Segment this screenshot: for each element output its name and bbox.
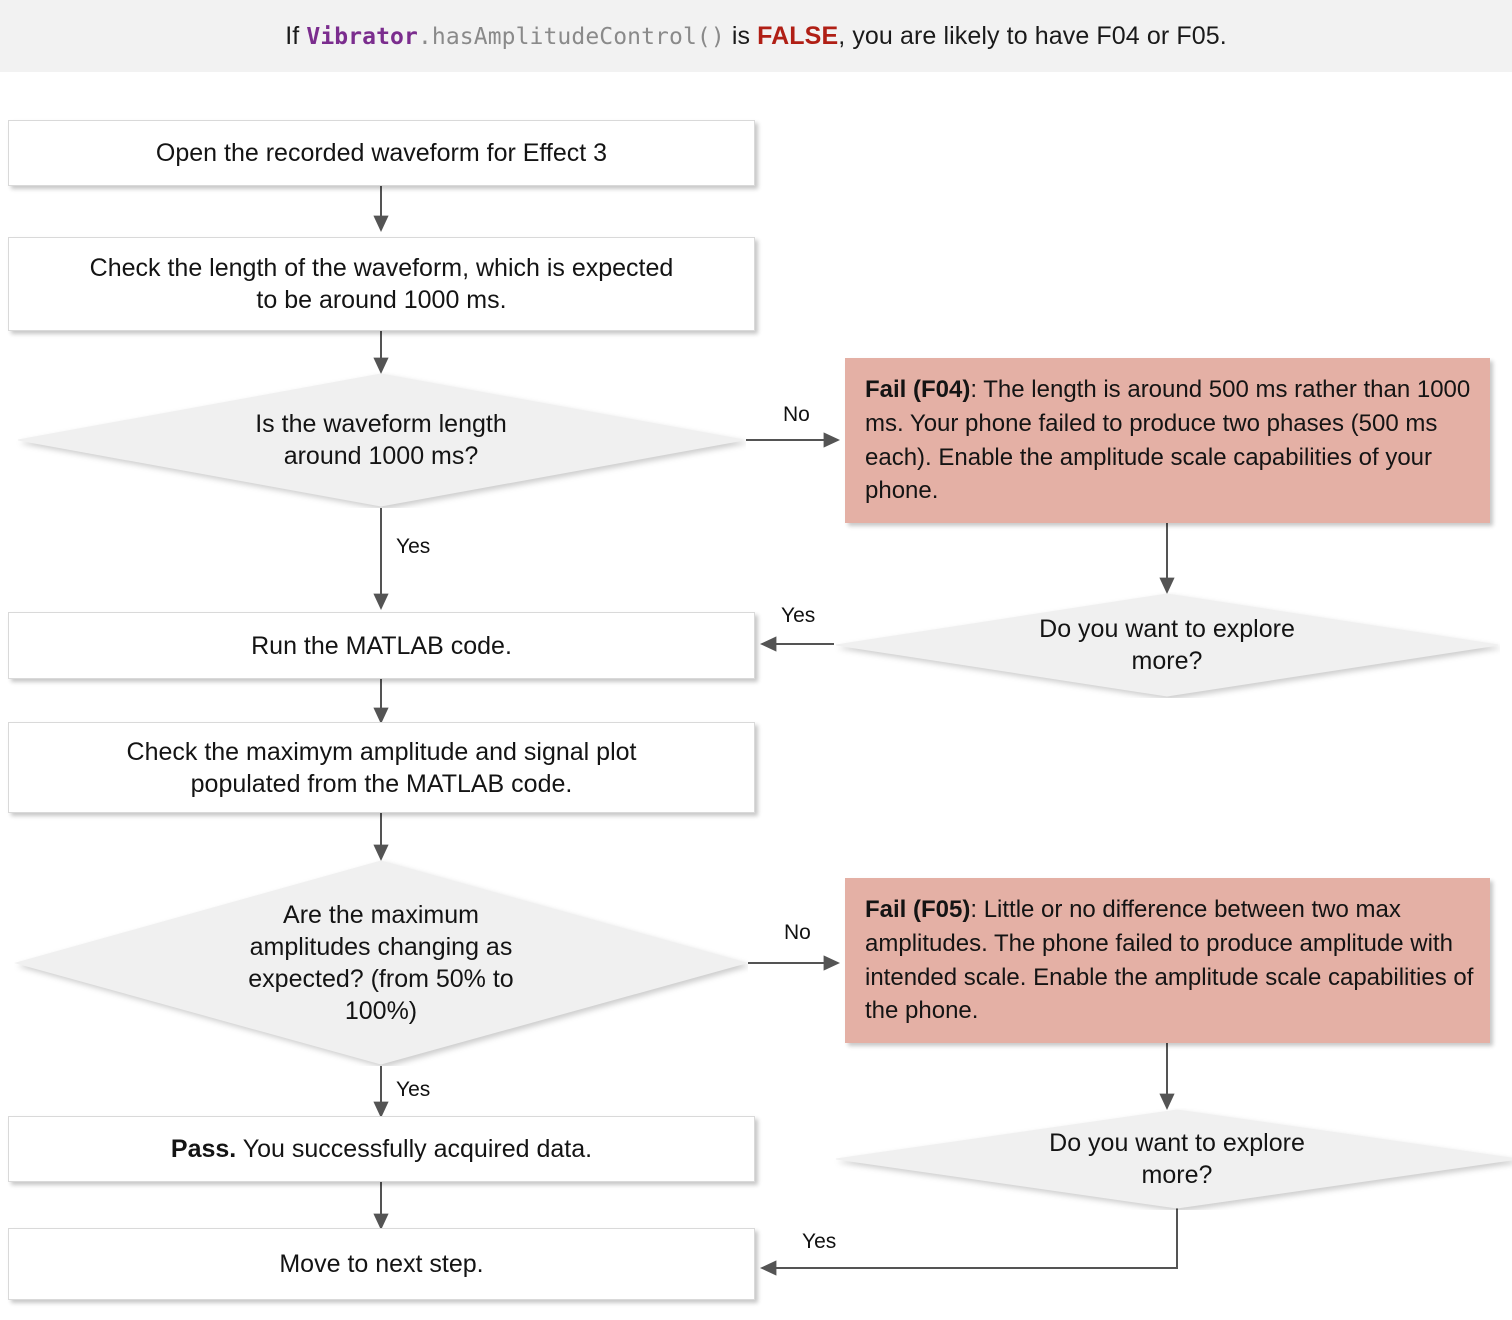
explore-more-top-shape <box>835 593 1499 697</box>
edge-label-yes-explore-top: Yes <box>781 604 816 627</box>
pass-label: Pass. <box>170 1135 237 1163</box>
explore-more-bottom-shape <box>835 1109 1512 1209</box>
header-suffix: , you are likely to have F04 or F05. <box>838 21 1227 50</box>
node-fail-f04[interactable]: Fail (F04): The length is around 500 ms … <box>845 358 1490 523</box>
edge-label-yes-2: Yes <box>396 1078 431 1101</box>
node-check-length-line1: Check the length of the waveform, which … <box>89 254 674 282</box>
header-statement: If Vibrator.hasAmplitudeControl() is FAL… <box>285 22 1227 51</box>
node-check-length[interactable]: Check the length of the waveform, which … <box>8 237 755 331</box>
decision-waveform-length-shape <box>17 373 745 507</box>
node-check-amp-line2: populated from the MATLAB code. <box>190 769 573 798</box>
node-fail-f05[interactable]: Fail (F05): Little or no difference betw… <box>845 878 1490 1043</box>
node-run-matlab[interactable]: Run the MATLAB code. <box>8 612 755 679</box>
code-class-token: Vibrator <box>306 23 418 50</box>
false-keyword: FALSE <box>757 21 839 50</box>
node-check-amp-line1: Check the maximym amplitude and signal p… <box>126 737 637 766</box>
edge-label-no-1: No <box>783 403 810 426</box>
node-pass[interactable]: Pass. You successfully acquired data. <box>8 1116 755 1182</box>
decision-max-amplitudes-shape <box>14 860 748 1065</box>
header-mid: is <box>724 21 758 50</box>
pass-text: You successfully acquired data. <box>236 1135 593 1163</box>
node-run-matlab-label: Run the MATLAB code. <box>251 631 512 660</box>
edge-label-yes-explore-bottom: Yes <box>802 1230 837 1253</box>
fail-f05-text: : Little or no difference between two ma… <box>865 896 1474 1025</box>
node-open-waveform-label: Open the recorded waveform for Effect 3 <box>155 139 608 167</box>
node-check-length-line2: to be around 1000 ms. <box>256 286 507 314</box>
node-open-waveform[interactable]: Open the recorded waveform for Effect 3 <box>8 120 755 186</box>
node-check-amplitude[interactable]: Check the maximym amplitude and signal p… <box>8 722 755 813</box>
edge-label-yes-1: Yes <box>396 535 431 558</box>
header-prefix: If <box>285 21 307 50</box>
node-next-step-label: Move to next step. <box>279 1250 484 1278</box>
edge-label-no-2: No <box>784 921 811 944</box>
fail-f04-text: : The length is around 500 ms rather tha… <box>865 376 1471 505</box>
node-next-step[interactable]: Move to next step. <box>8 1228 755 1300</box>
fail-f05-label: Fail (F05) <box>865 896 971 924</box>
header-banner: If Vibrator.hasAmplitudeControl() is FAL… <box>0 0 1512 72</box>
code-method-token: .hasAmplitudeControl() <box>417 23 725 50</box>
fail-f04-label: Fail (F04) <box>865 376 971 404</box>
